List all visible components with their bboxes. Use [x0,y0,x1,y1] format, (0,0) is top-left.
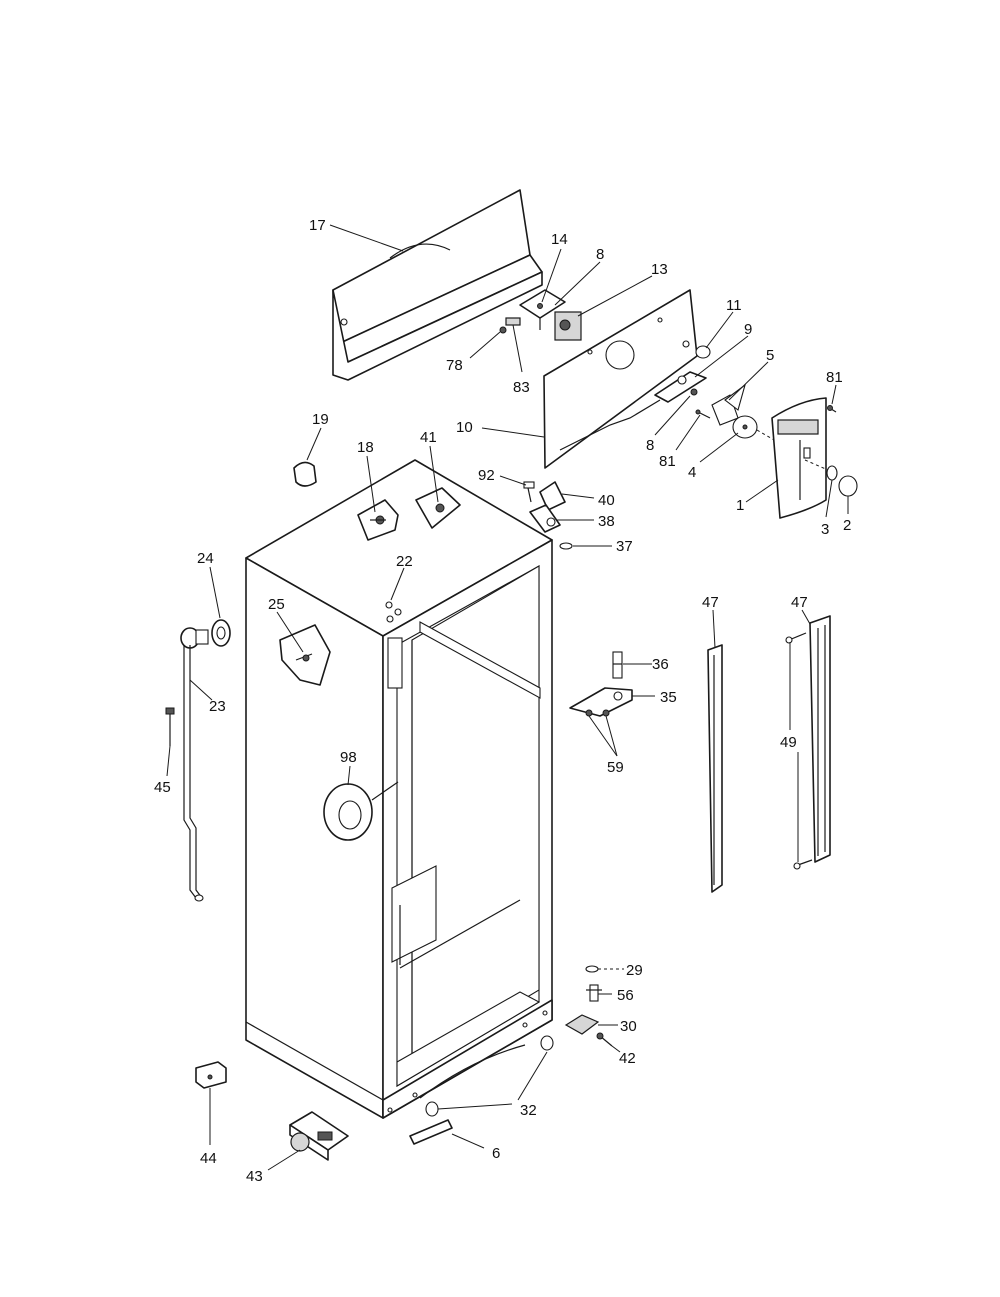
callout-42: 42 [619,1050,636,1067]
part-1-grille-housing [771,397,827,519]
part-24-washer [211,619,231,647]
refrigerator-cabinet [245,459,553,1119]
callout-17: 17 [309,217,326,234]
callout-83: 83 [513,379,530,396]
part-41-bracket [415,487,461,529]
part-29-washer [585,965,599,973]
callout-8-upper: 8 [596,246,604,263]
callout-22: 22 [396,553,413,570]
part-92-bolt [523,481,535,503]
part-36-hinge-pin [612,651,623,679]
callout-13: 13 [651,261,668,278]
part-38-hinge [529,504,561,533]
callout-47-right: 47 [791,594,808,611]
callout-4: 4 [688,464,696,481]
part-11-plug [695,345,711,359]
part-37-pin [559,542,573,550]
part-23-control-rod [180,627,209,902]
callout-18: 18 [357,439,374,456]
part-19-cap [293,461,317,487]
part-40-hinge-cover [539,481,566,511]
callout-labels: 17 14 8 13 78 83 11 9 5 81 10 8 81 4 1 3… [154,217,851,1185]
part-81-screw-b [827,405,837,413]
part-9-arm [654,371,707,403]
callout-81-right: 81 [826,369,843,386]
callout-78: 78 [446,357,463,374]
part-14-bracket [519,289,566,330]
callout-38: 38 [598,513,615,530]
leader-lines [166,224,849,1171]
callout-23: 23 [209,698,226,715]
callout-8-lower: 8 [646,437,654,454]
part-42-screw [596,1032,613,1047]
callout-41: 41 [420,429,437,446]
callout-10: 10 [456,419,473,436]
callout-59: 59 [607,759,624,776]
callout-2: 2 [843,517,851,534]
part-22-plug [385,601,393,609]
callout-35: 35 [660,689,677,706]
part-17-top-trim [332,189,543,381]
callout-30: 30 [620,1018,637,1035]
callout-9: 9 [744,321,752,338]
callout-14: 14 [551,231,568,248]
part-25-bracket [279,624,331,686]
part-44-clip [195,1061,227,1089]
callout-44: 44 [200,1150,217,1167]
part-2-knob [838,475,858,497]
part-81-screw-a [695,409,711,419]
callout-24: 24 [197,550,214,567]
callout-40: 40 [598,492,615,509]
callout-92: 92 [478,467,495,484]
part-8-screw [690,388,698,396]
part-3-washer [804,459,838,481]
callout-98: 98 [340,749,357,766]
callout-6: 6 [492,1145,500,1162]
part-56-pin [586,984,602,1002]
callout-43: 43 [246,1168,263,1185]
part-83-clip [505,317,521,326]
part-78-screw [499,326,507,334]
part-6-badge [409,1119,453,1145]
part-10-panel [543,289,698,469]
part-18-bracket [357,499,399,541]
part-32-plugs [425,1035,554,1117]
callout-1: 1 [736,497,744,514]
callout-47-left: 47 [702,594,719,611]
callout-81-left: 81 [659,453,676,470]
part-47-strip-b [809,615,831,863]
callout-5: 5 [766,347,774,364]
callout-32: 32 [520,1102,537,1119]
callout-3: 3 [821,521,829,538]
callout-11: 11 [726,297,742,314]
part-13-fan-motor [554,311,582,341]
callout-25: 25 [268,596,285,613]
part-30-bracket [564,1014,600,1035]
callout-19: 19 [312,411,329,428]
part-5-fan-blade [711,383,746,426]
part-35-hinge-plate [569,687,633,717]
part-49-screws [785,632,813,870]
callout-29: 29 [626,962,643,979]
part-4-fan-disc [732,415,801,456]
part-47-strip-a [707,644,723,893]
callout-37: 37 [616,538,633,555]
part-43-roller [289,1111,349,1161]
part-45-screw [165,707,175,746]
callout-56: 56 [617,987,634,1004]
callout-49: 49 [780,734,797,751]
callout-45: 45 [154,779,171,796]
callout-36: 36 [652,656,669,673]
